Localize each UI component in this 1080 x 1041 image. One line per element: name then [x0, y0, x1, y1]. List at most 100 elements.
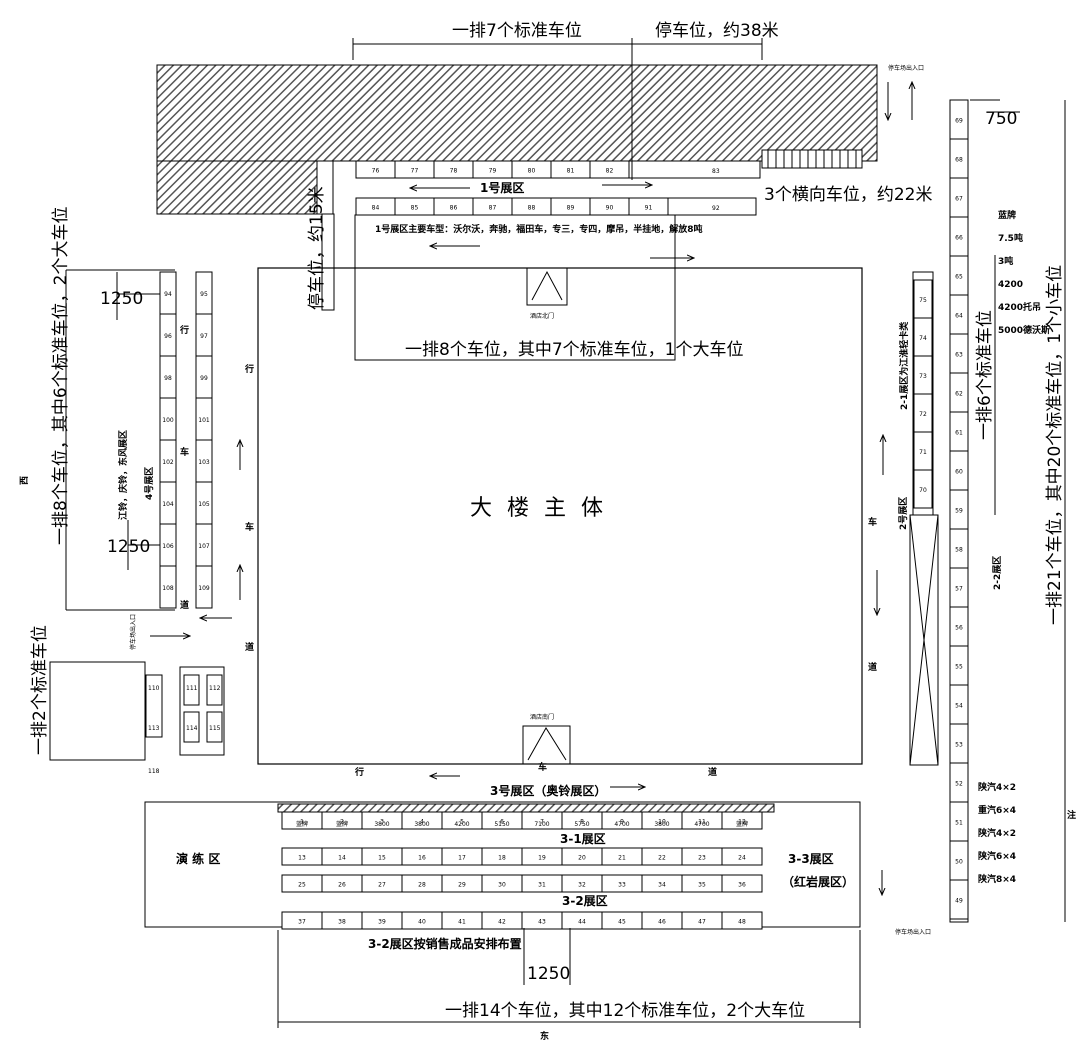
slot-number: 65 [955, 274, 963, 281]
slot-number: 100 [162, 417, 174, 424]
label-practice: 演 练 区 [176, 851, 220, 866]
slot-number: 66 [955, 235, 963, 242]
slot-number: 91 [645, 205, 653, 212]
label-west: 西 [19, 476, 30, 485]
slot-number: 48 [738, 919, 746, 926]
slot-number: 53 [955, 742, 963, 749]
slot-110: 110 [148, 685, 160, 692]
slot-number: 22 [658, 855, 666, 862]
slot-number: 92 [712, 205, 720, 212]
slot-number: 63 [955, 352, 963, 359]
slot-115: 115 [209, 725, 221, 732]
slot-number: 105 [198, 501, 210, 508]
label-entrance-bottom: 停车场出入口 [895, 928, 931, 936]
slot-number: 58 [955, 547, 963, 554]
slot-number: 80 [528, 168, 536, 175]
parking-strip-left [321, 213, 335, 311]
slot-number: 41 [458, 919, 466, 926]
slot-number: 79 [489, 168, 497, 175]
slot-number: 16 [418, 855, 426, 862]
slot-number: 97 [200, 333, 208, 340]
slot-number: 8 [580, 819, 584, 826]
north-section [354, 214, 676, 361]
slot-number: 20 [578, 855, 586, 862]
slot-number: 74 [919, 335, 927, 342]
slot-number: 10 [658, 819, 666, 826]
slot-number: 19 [538, 855, 546, 862]
slot-number: 83 [712, 168, 720, 175]
slot-number: 24 [738, 855, 746, 862]
parking-slot [195, 565, 213, 609]
slot-number: 76 [372, 168, 380, 175]
slot-number: 18 [498, 855, 506, 862]
slot-number: 1 [300, 819, 304, 826]
slot-number: 17 [458, 855, 466, 862]
slot-model: 5750 [574, 821, 589, 828]
slot-number: 102 [162, 459, 174, 466]
grille [761, 149, 863, 169]
top-building-hatch [156, 64, 878, 162]
slot-number: 40 [418, 919, 426, 926]
note-line: 4200托吊 [998, 301, 1041, 313]
label-entrance-left: 停车场出入口 [129, 614, 137, 650]
label-top-row-7: 一排7个标准车位 [452, 21, 582, 41]
slot-number: 54 [955, 703, 963, 710]
main-building [257, 267, 863, 765]
note-line: 陕汽4×2 [978, 781, 1016, 793]
slot-number: 6 [500, 819, 504, 826]
label-area3-3-sub: （红岩展区） [782, 874, 854, 889]
slot-number: 61 [955, 430, 963, 437]
dim-750: 750 [985, 109, 1017, 129]
road-char: 道 [180, 599, 189, 611]
slot-number: 12 [738, 819, 746, 826]
label-south-door: 酒店南门 [530, 713, 554, 721]
label-building: 大 楼 主 体 [470, 496, 607, 521]
slot-number: 13 [298, 855, 306, 862]
slot-number: 31 [538, 882, 546, 889]
slot-number: 109 [198, 585, 210, 592]
label-area3: 3号展区（奥铃展区） [490, 783, 606, 798]
slot-number: 28 [418, 882, 426, 889]
slot-number: 57 [955, 586, 963, 593]
slot-number: 71 [919, 449, 927, 456]
label-left-area-brands: 江铃，庆铃，东风展区 [117, 430, 129, 520]
road-char: 道 [868, 661, 877, 673]
slot-number: 38 [338, 919, 346, 926]
note-line: 陕汽8×4 [978, 873, 1016, 885]
parking-slot [589, 160, 630, 179]
label-right-row6: 一排6个标准车位 [975, 310, 995, 440]
label-area1: 1号展区 [480, 180, 524, 195]
slot-number: 87 [489, 205, 497, 212]
slot-number: 72 [919, 411, 927, 418]
note-line: 5000德沃斯 [998, 324, 1050, 336]
parking-slot [913, 469, 933, 509]
road-char: 车 [868, 516, 877, 528]
slot-number: 67 [955, 196, 963, 203]
parking-slot [721, 911, 763, 930]
parking-slot [721, 811, 763, 830]
parking-slot [159, 565, 177, 609]
slot-number: 78 [450, 168, 458, 175]
note-line: 陕汽6×4 [978, 850, 1016, 862]
note-line: 蓝牌 [998, 209, 1016, 221]
slot-number: 25 [298, 882, 306, 889]
slot-113: 113 [148, 725, 160, 732]
slot-model: 3800 [374, 821, 389, 828]
slot-model: 蓝牌 [736, 820, 748, 828]
slot-number: 101 [198, 417, 210, 424]
slot-number: 86 [450, 205, 458, 212]
label-area2-2: 2-2展区 [992, 556, 1003, 590]
slot-model: 4700 [614, 821, 629, 828]
road-char: 行 [179, 324, 189, 336]
slot-number: 107 [198, 543, 210, 550]
slot-number: 5 [460, 819, 464, 826]
slot-number: 42 [498, 919, 506, 926]
slot-number: 21 [618, 855, 626, 862]
label-parking-38: 停车位，约38米 [655, 21, 779, 41]
slot-number: 62 [955, 391, 963, 398]
slot-number: 29 [458, 882, 466, 889]
slot-number: 64 [955, 313, 963, 320]
